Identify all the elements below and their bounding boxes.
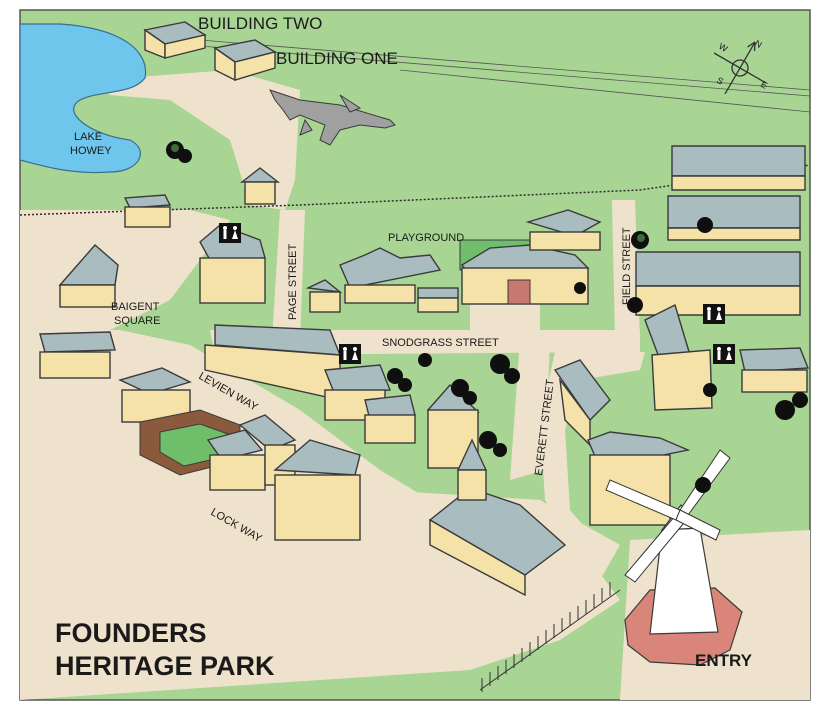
toilet-icon <box>219 223 241 243</box>
compass-e: E <box>759 79 769 91</box>
map-title-line1: FOUNDERS <box>55 618 207 648</box>
runway-lines <box>199 39 811 113</box>
label-baigent-2: SQUARE <box>114 315 160 327</box>
label-building-one: BUILDING ONE <box>276 49 398 68</box>
map-title-line2: HERITAGE PARK <box>55 651 275 681</box>
toilet-icon <box>713 344 735 364</box>
label-page-street: PAGE STREET <box>287 244 299 320</box>
windmill-icon <box>605 449 743 666</box>
label-baigent-1: BAIGENT <box>111 301 160 313</box>
label-building-two: BUILDING TWO <box>198 14 322 33</box>
label-entry: ENTRY <box>695 651 753 670</box>
buildings <box>39 21 810 597</box>
airplane-icon <box>269 89 396 146</box>
toilet-icon <box>703 304 725 324</box>
lake-howey <box>19 23 147 174</box>
label-field-street: FIELD STREET <box>621 227 633 305</box>
label-snodgrass-street: SNODGRASS STREET <box>382 337 499 349</box>
compass-n: N <box>753 38 764 50</box>
picket-fence <box>479 582 621 692</box>
compass-rose-icon <box>713 41 767 95</box>
trees <box>166 141 808 493</box>
toilet-icon <box>339 344 361 364</box>
compass-s: S <box>715 75 725 87</box>
label-lake-2: HOWEY <box>70 145 112 157</box>
label-lake-1: LAKE <box>74 131 102 143</box>
label-playground: PLAYGROUND <box>388 232 464 244</box>
large-sheds <box>635 145 806 316</box>
